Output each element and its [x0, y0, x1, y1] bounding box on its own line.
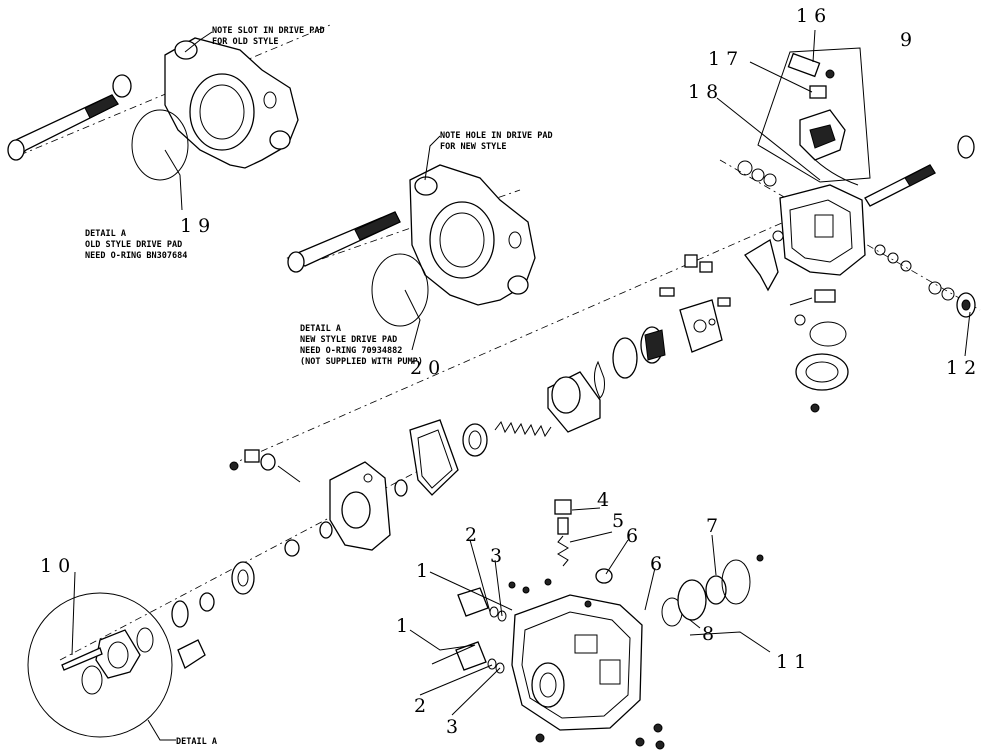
old-style-bolt — [7, 94, 119, 161]
note-new-hole-line2: FOR NEW STYLE — [440, 142, 507, 152]
callout-16: 1 6 — [796, 5, 826, 27]
control-connector-17 — [809, 85, 827, 99]
callout-2a: 2 — [465, 524, 477, 546]
pin — [284, 539, 300, 557]
callout-3a: 3 — [490, 545, 502, 567]
axis-line-old-drive — [19, 24, 331, 156]
control-fitting — [956, 292, 976, 318]
detail-old-line2: OLD STYLE DRIVE PAD — [85, 240, 182, 250]
callout-2b: 2 — [414, 695, 426, 717]
callout-6a: 6 — [626, 525, 638, 547]
callout-20: 2 0 — [410, 357, 440, 379]
piston-assembly — [612, 326, 666, 379]
input-shaft — [864, 164, 936, 207]
sleeve — [199, 592, 215, 612]
control-hardware — [789, 289, 836, 326]
note-old-slot-line2: FOR OLD STYLE — [212, 37, 279, 47]
new-style-drive-pad — [409, 164, 536, 306]
relief-valve-parts — [229, 449, 301, 483]
detail-old-line1: DETAIL A — [85, 229, 126, 239]
housing-bolts-lower — [508, 554, 764, 750]
plug-fitting-6 — [595, 568, 613, 584]
end-plate-lower — [177, 639, 206, 669]
new-style-bolt — [286, 211, 401, 273]
drive-shaft-seal-assembly — [661, 559, 751, 627]
pump-housing-main — [511, 594, 643, 731]
detail-new-line3: NEED O-RING 70934882 — [300, 346, 402, 356]
callout-8: 8 — [702, 623, 714, 645]
control-bracket-18 — [809, 154, 859, 186]
callout-3b: 3 — [446, 716, 458, 738]
o-ring-cluster-right — [874, 244, 955, 301]
detail-a-tag: DETAIL A — [176, 737, 217, 747]
callout-11: 1 1 — [776, 651, 806, 673]
detail-a-leader — [147, 719, 176, 741]
retaining-ring — [594, 360, 605, 399]
detail-new-line4: (NOT SUPPLIED WITH PUMP) — [300, 357, 423, 367]
charge-relief-plug — [554, 499, 572, 567]
note-old-slot-line1: NOTE SLOT IN DRIVE PAD — [212, 26, 325, 36]
callout-18: 1 8 — [688, 81, 718, 103]
cylinder-block — [547, 371, 601, 433]
axis-line-new-drive — [289, 189, 521, 271]
bypass-valve-lower — [455, 641, 505, 674]
callout-12: 1 2 — [946, 357, 976, 379]
control-solenoid-assembly — [799, 109, 846, 161]
detail-new-line2: NEW STYLE DRIVE PAD — [300, 335, 397, 345]
old-style-o-ring — [131, 109, 189, 181]
callout-1a: 1 — [416, 560, 428, 582]
detail-a-circle — [27, 592, 173, 738]
charge-pump-assembly — [795, 321, 849, 413]
old-style-washer — [112, 74, 132, 98]
pump-housing-middle — [329, 461, 391, 551]
old-style-drive-pad — [164, 37, 299, 169]
callout-17: 1 7 — [708, 48, 738, 70]
o-ring-middle — [319, 521, 333, 539]
swashplate-bearing — [462, 423, 488, 457]
small-fittings-upper — [659, 254, 731, 326]
pump-cover-plate — [409, 419, 459, 496]
o-ring-cluster-left — [737, 160, 784, 242]
callout-5: 5 — [612, 510, 624, 532]
seal-lower — [171, 600, 189, 628]
detail-old-line3: NEED O-RING BN307684 — [85, 251, 187, 261]
callout-1b: 1 — [396, 615, 408, 637]
new-style-o-ring — [371, 253, 429, 327]
control-connector-16 — [787, 52, 835, 79]
shaft-seal — [957, 135, 975, 159]
callout-9: 9 — [900, 29, 912, 51]
housing-gasket — [744, 238, 779, 292]
callout-7: 7 — [706, 515, 718, 537]
note-new-hole-line1: NOTE HOLE IN DRIVE PAD — [440, 131, 553, 141]
detail-a-parts — [61, 627, 154, 695]
spring-coil — [494, 420, 552, 438]
callout-4: 4 — [597, 489, 609, 511]
bearing-lower — [231, 561, 255, 595]
callout-10: 1 0 — [40, 555, 70, 577]
pump-housing-upper — [779, 184, 866, 276]
callout-6b: 6 — [650, 553, 662, 575]
detail-new-line1: DETAIL A — [300, 324, 341, 334]
axis-line-main — [229, 214, 801, 466]
axis-line-right — [719, 159, 981, 311]
leader-lines — [71, 29, 971, 716]
callout-19: 1 9 — [180, 215, 210, 237]
bushing — [394, 479, 408, 497]
valve-plate — [679, 299, 723, 353]
